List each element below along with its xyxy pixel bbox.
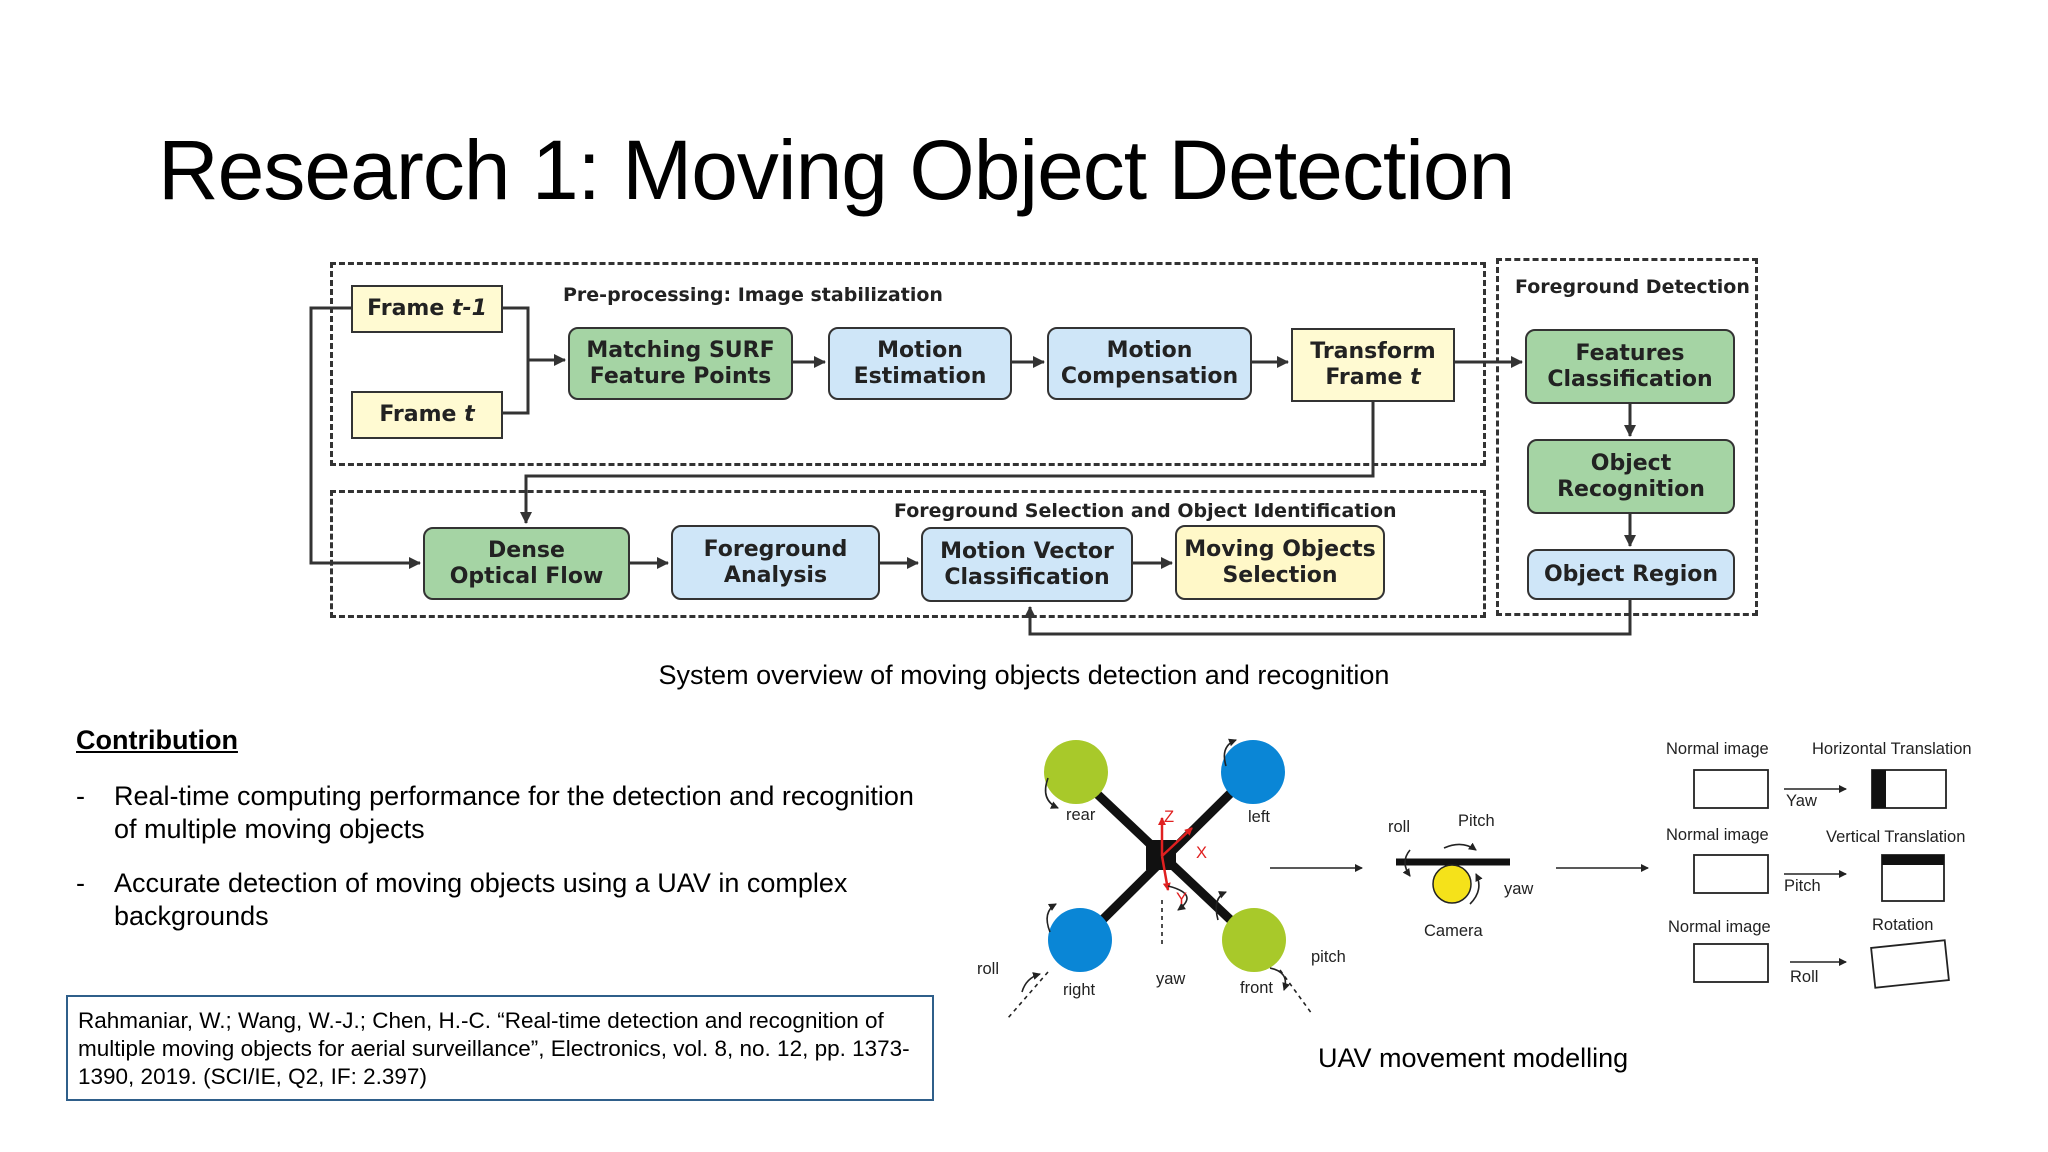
node-frame-t-minus-1-var: t-1 <box>451 296 487 321</box>
rotor-rear <box>1044 740 1108 804</box>
foreground-detection-group <box>1496 258 1758 616</box>
node-object-recognition: Object Recognition <box>1527 439 1735 514</box>
transform-3-result: Rotation <box>1872 916 1934 934</box>
uav-caption: UAV movement modelling <box>1318 1043 1629 1073</box>
transform-3-motion: Roll <box>1790 968 1819 986</box>
bullet-dash: - <box>76 868 85 898</box>
label-roll: roll <box>977 960 1000 978</box>
node-transform-frame-line2: Frame t <box>1325 365 1421 390</box>
node-frame-t: Frame t <box>351 391 503 439</box>
transform-1-normal: Normal image <box>1666 740 1769 758</box>
camera-label-pitch: Pitch <box>1458 812 1495 830</box>
node-transform-frame: Transform Frame t <box>1291 328 1455 402</box>
foreground-detection-label: Foreground Detection <box>1515 276 1750 298</box>
node-foreground-analysis: Foreground Analysis <box>671 525 880 600</box>
node-dense-optical-flow: Dense Optical Flow <box>423 527 630 600</box>
transform-1-result: Horizontal Translation <box>1812 740 1972 758</box>
node-matching-surf: Matching SURF Feature Points <box>568 327 793 400</box>
node-transform-frame-line1: Transform <box>1310 339 1436 364</box>
label-right: right <box>1063 981 1096 999</box>
node-frame-t-prefix: Frame <box>379 402 465 427</box>
bullet-text: Real-time computing performance for the … <box>114 781 914 844</box>
bullet-dash: - <box>76 781 85 811</box>
label-front: front <box>1240 979 1274 997</box>
node-frame-t-var: t <box>464 402 475 427</box>
slide-title: Research 1: Moving Object Detection <box>158 123 1515 217</box>
flowchart-caption: System overview of moving objects detect… <box>658 660 1390 690</box>
node-frame-t-minus-1-prefix: Frame <box>367 296 452 321</box>
camera-label: Camera <box>1424 922 1483 940</box>
label-yaw: yaw <box>1156 970 1186 988</box>
axis-x: X <box>1196 844 1208 862</box>
node-features-classification: Features Classification <box>1525 329 1735 404</box>
node-frame-t-minus-1: Frame t-1 <box>351 285 503 333</box>
label-pitch: pitch <box>1311 948 1346 966</box>
contribution-bullet-1: - Real-time computing performance for th… <box>76 780 916 846</box>
preprocessing-group <box>330 262 1486 466</box>
rotor-front <box>1222 908 1286 972</box>
transform-3-normal: Normal image <box>1668 918 1771 936</box>
label-rear: rear <box>1066 806 1096 824</box>
camera-label-yaw: yaw <box>1504 880 1534 898</box>
node-motion-estimation: Motion Estimation <box>828 327 1012 400</box>
transform-2-motion: Pitch <box>1784 877 1821 895</box>
label-left: left <box>1248 808 1271 826</box>
axis-y: Y <box>1176 890 1188 908</box>
node-motion-vector-classification: Motion Vector Classification <box>921 527 1133 602</box>
rotor-right <box>1048 908 1112 972</box>
foreground-selection-label: Foreground Selection and Object Identifi… <box>894 500 1397 522</box>
contribution-bullet-2: - Accurate detection of moving objects u… <box>76 867 916 933</box>
transform-2-normal: Normal image <box>1666 826 1769 844</box>
transform-2-result: Vertical Translation <box>1826 828 1966 846</box>
transform-1-motion: Yaw <box>1786 792 1817 810</box>
camera-label-roll: roll <box>1388 818 1411 836</box>
citation-box: Rahmaniar, W.; Wang, W.-J.; Chen, H.-C. … <box>66 995 934 1101</box>
preprocessing-label: Pre-processing: Image stabilization <box>563 284 943 306</box>
axis-z: Z <box>1164 808 1175 826</box>
foreground-selection-group <box>330 490 1486 618</box>
contribution-heading: Contribution <box>76 725 238 755</box>
bullet-text: Accurate detection of moving objects usi… <box>114 868 848 931</box>
node-moving-objects-selection: Moving Objects Selection <box>1175 525 1385 600</box>
rotor-left <box>1221 740 1285 804</box>
node-object-region: Object Region <box>1527 549 1735 600</box>
node-motion-compensation: Motion Compensation <box>1047 327 1252 400</box>
camera-lens <box>1432 864 1472 904</box>
